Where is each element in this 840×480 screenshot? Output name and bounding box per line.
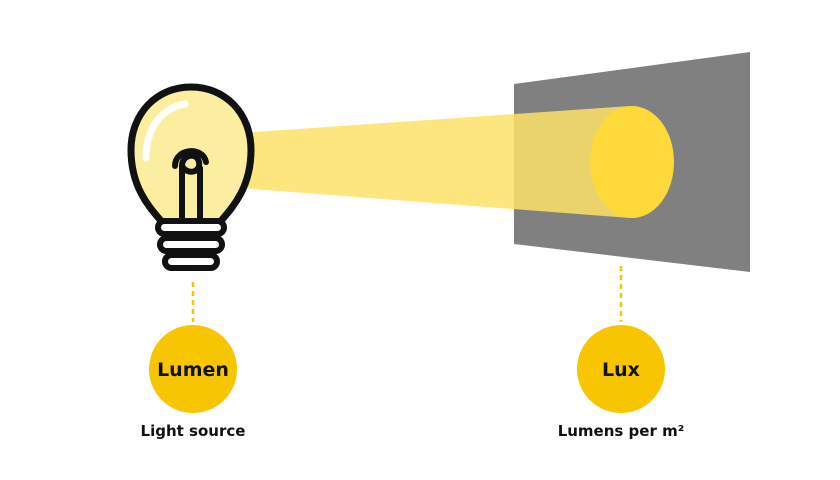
lux-badge-label: Lux <box>602 359 640 381</box>
lumen-badge-label: Lumen <box>157 359 229 381</box>
light-beam <box>240 106 630 218</box>
lumens-per-m2-caption: Lumens per m² <box>558 422 685 440</box>
lumen-badge: Lumen <box>149 325 237 413</box>
lux-badge: Lux <box>577 325 665 413</box>
light-bulb-icon <box>127 83 255 271</box>
light-source-caption: Light source <box>141 422 246 440</box>
light-spot <box>590 106 674 218</box>
